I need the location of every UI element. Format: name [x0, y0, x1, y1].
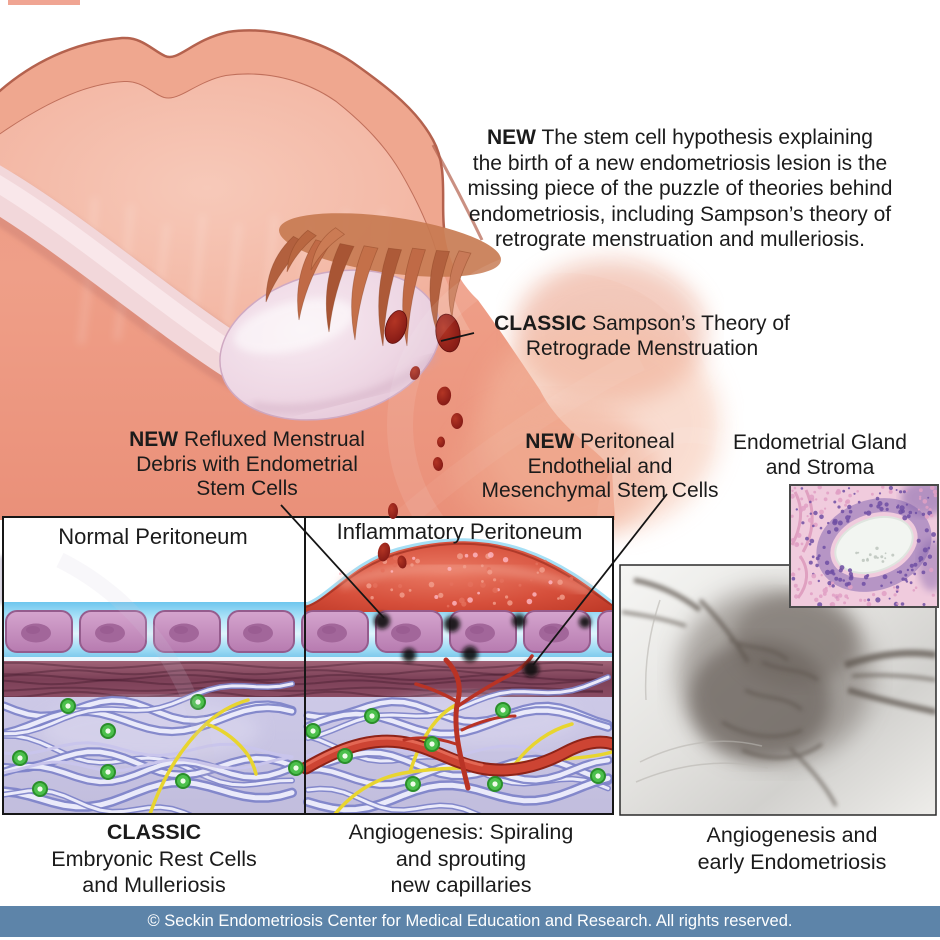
caption-angiogenesis-early-endometriosis: Angiogenesis and early Endometriosis	[697, 823, 887, 874]
classic-pointer-line	[440, 332, 475, 342]
stem-cell-green-dots	[12, 694, 606, 797]
annotation-lines	[280, 332, 668, 666]
menstrual-blood-drops	[384, 310, 463, 471]
panel-title-normal-peritoneum: Normal Peritoneum	[58, 524, 248, 549]
refluxed-debris-label: NEW Refluxed Menstrual Debris with Endom…	[129, 428, 365, 500]
new-tag: NEW	[487, 126, 536, 149]
peritoneal-stemcell-label: NEW Peritoneal Endothelial and Mesenchym…	[481, 430, 719, 502]
mesothelial-cells	[5, 610, 613, 653]
peritoneum-panels	[2, 516, 614, 815]
histology-inset	[789, 484, 939, 608]
new-tag: NEW	[525, 430, 575, 453]
footer-copyright: © Seckin Endometriosis Center for Medica…	[0, 906, 940, 937]
refluxed-pointer-line	[280, 504, 385, 619]
panel-title-inflammatory-peritoneum: Inflammatory Peritoneum	[336, 519, 583, 544]
fimbriae	[265, 213, 501, 347]
classic-tag: CLASSIC	[494, 312, 587, 335]
endometrial-gland-label: Endometrial Gland and Stroma	[733, 431, 907, 479]
uterus-illustration	[0, 0, 720, 604]
collagen-fibers-normal	[3, 680, 297, 814]
spiral-capillaries	[299, 654, 613, 791]
stem-hypothesis-note: NEW The stem cell hypothesis explaining …	[467, 126, 893, 251]
stem-cell-black-dots	[374, 613, 591, 677]
caption-embryonic-rest-cells: CLASSIC Embryonic Rest Cells and Mulleri…	[51, 820, 257, 897]
caption-angiogenesis-spiraling: Angiogenesis: Spiraling and sprouting ne…	[348, 820, 574, 897]
peritoneum-tissue-layers	[3, 538, 613, 814]
peritoneal-pointer-line	[532, 493, 668, 666]
falling-drops-low	[377, 503, 407, 569]
new-tag: NEW	[129, 428, 179, 451]
classic-sampson-label: CLASSIC Sampson’s Theory of Retrograde M…	[494, 312, 790, 360]
